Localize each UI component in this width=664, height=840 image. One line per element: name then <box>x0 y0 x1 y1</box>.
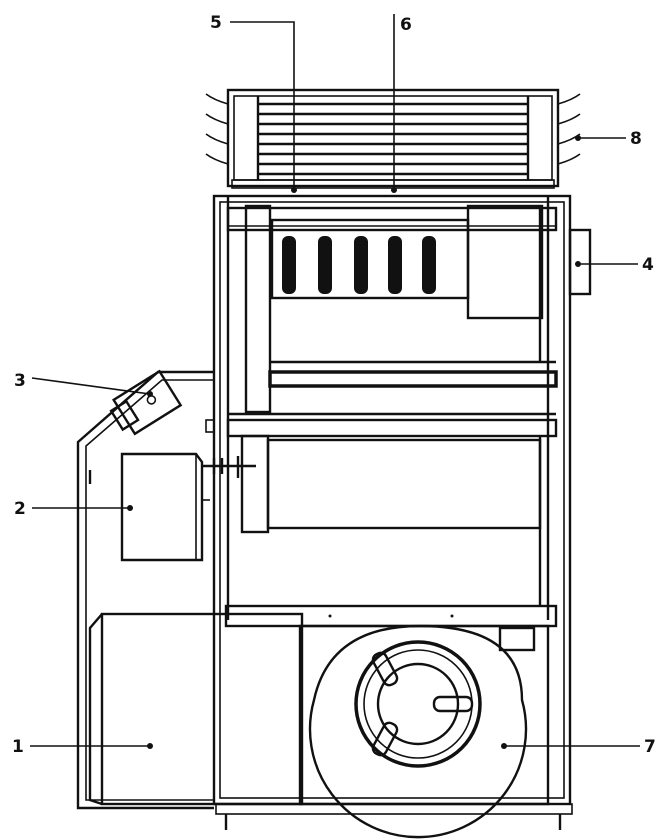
base-feet <box>215 803 573 830</box>
component-3-switch <box>109 369 183 436</box>
callout-label-5: 5 <box>210 13 222 33</box>
callout-label-4: 4 <box>642 255 654 275</box>
top-grille-assembly <box>205 88 581 189</box>
callout-label-1: 1 <box>12 737 24 757</box>
left-annex-housing <box>76 370 214 810</box>
lower-partition-plate <box>224 604 558 628</box>
callout-leaders <box>30 14 640 749</box>
component-7-blower <box>298 624 550 839</box>
grille-fins <box>258 102 528 176</box>
callout-label-8: 8 <box>630 129 642 149</box>
component-2-box <box>120 452 210 562</box>
component-1-box <box>88 612 304 806</box>
side-control-box <box>568 228 592 296</box>
burner-element-tubes <box>244 204 544 414</box>
callout-label-7: 7 <box>644 737 656 757</box>
callout-label-6: 6 <box>400 15 412 35</box>
callout-label-3: 3 <box>14 371 26 391</box>
callout-label-2: 2 <box>14 499 26 519</box>
middle-chamber <box>202 360 558 606</box>
